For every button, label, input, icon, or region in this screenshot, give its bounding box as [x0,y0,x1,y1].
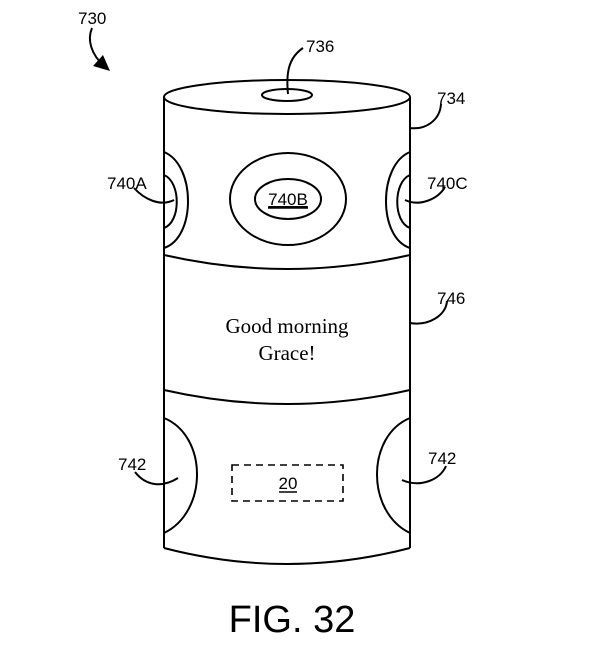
ref-arrowhead-730 [93,55,110,71]
cylinder-bottom-rim [163,547,411,565]
display-text-line1: Good morning [225,314,349,338]
leader-740A [133,187,175,204]
ref-label-736: 736 [306,37,334,56]
ref-label-742-left: 742 [118,455,146,474]
camera-740A-outer [163,151,189,249]
leader-746 [409,300,448,325]
ref-label-742-right: 742 [428,449,456,468]
ref-label-746: 746 [437,289,465,308]
leader-740C [404,186,446,204]
figure-caption: FIG. 32 [229,599,356,641]
cylinder-device [163,79,411,565]
camera-740A-inner [163,174,178,229]
ref-label-740C: 740C [427,174,468,193]
speaker-742-right [376,417,411,534]
leader-742-right [401,465,447,485]
camera-740C-inner [396,174,411,229]
leader-734 [409,103,442,130]
component-20-box [231,464,344,502]
speaker-742-left [163,417,198,534]
leader-736 [286,47,304,95]
ref-label-730: 730 [78,9,106,28]
ref-label-734: 734 [437,89,465,108]
band-divider-lower [163,389,411,405]
camera-740C-outer [385,151,411,249]
camera-740B-inner [254,178,322,220]
ref-label-20: 20 [279,474,298,493]
display-text-line2: Grace! [258,341,315,365]
camera-740B-outer [229,152,347,246]
ref-label-740A: 740A [107,174,147,193]
leader-742-left [134,471,179,486]
band-divider-upper [163,254,411,270]
ref-label-740B: 740B [268,190,308,209]
